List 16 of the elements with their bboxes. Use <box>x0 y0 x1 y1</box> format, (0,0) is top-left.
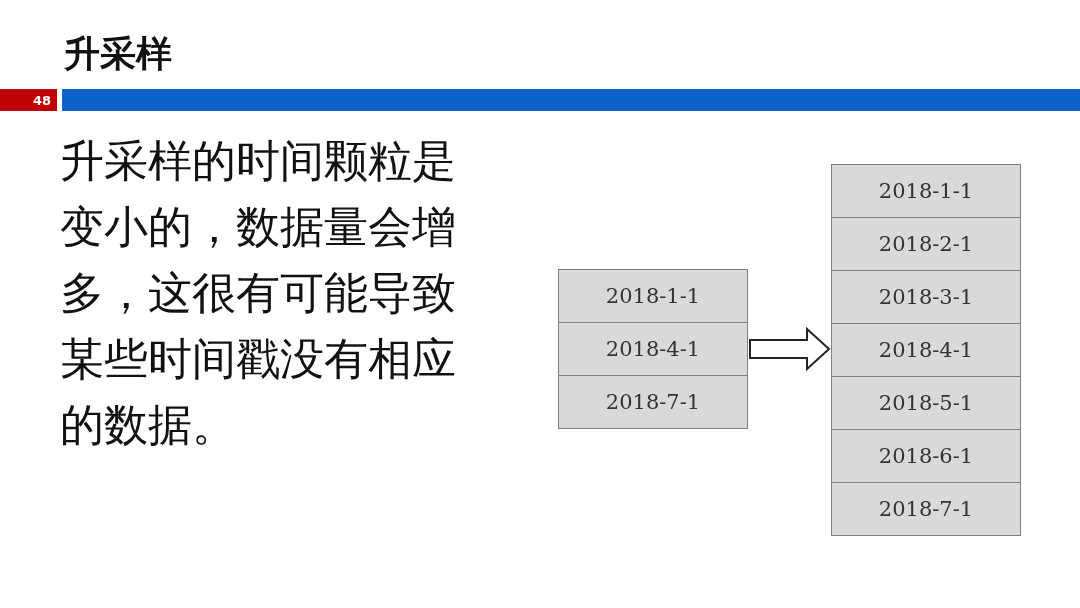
slide-title: 升采样 <box>64 32 172 76</box>
date-cell: 2018-4-1 <box>831 323 1021 377</box>
date-cell: 2018-1-1 <box>558 269 748 323</box>
date-column <box>831 164 1021 534</box>
date-cell: 2018-6-1 <box>831 429 1021 483</box>
date-cell: 2018-1-1 <box>831 164 1021 218</box>
date-column <box>558 269 748 429</box>
block-arrow <box>749 326 831 372</box>
page-number: 48 <box>0 89 57 111</box>
date-cell: 2018-4-1 <box>558 322 748 376</box>
date-cell: 2018-3-1 <box>831 270 1021 324</box>
date-cell: 2018-7-1 <box>831 482 1021 536</box>
date-cell: 2018-2-1 <box>831 217 1021 271</box>
date-cell: 2018-5-1 <box>831 376 1021 430</box>
date-cell: 2018-7-1 <box>558 375 748 429</box>
body-paragraph: 升采样的时间颗粒是变小的，数据量会增多，这很有可能导致某些时间戳没有相应的数据。 <box>60 134 457 452</box>
